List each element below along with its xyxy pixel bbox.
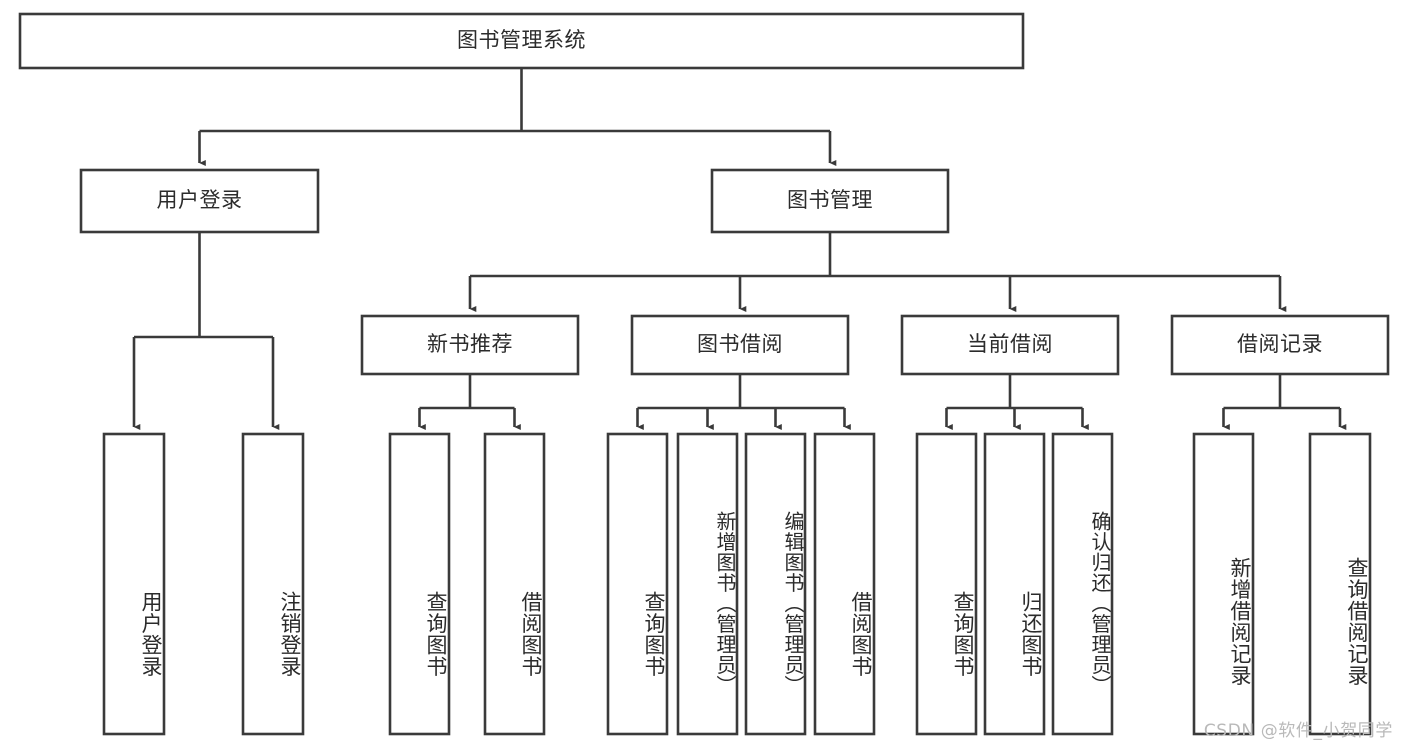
node-box <box>915 432 978 736</box>
node-box <box>102 432 166 736</box>
node-boxes <box>18 12 1390 736</box>
node-box <box>983 432 1046 736</box>
node-box <box>744 432 807 736</box>
watermark-text: CSDN @软件_小贺同学 <box>1203 721 1393 741</box>
node-box <box>1308 432 1372 736</box>
node-box <box>360 314 580 376</box>
node-box <box>18 12 1025 70</box>
node-box <box>483 432 546 736</box>
node-box <box>241 432 305 736</box>
node-box <box>79 168 320 234</box>
node-box <box>388 432 451 736</box>
node-box <box>606 432 669 736</box>
node-box <box>813 432 876 736</box>
node-box <box>1051 432 1114 736</box>
node-box <box>630 314 850 376</box>
node-box <box>1192 432 1255 736</box>
node-box <box>1170 314 1390 376</box>
node-box <box>710 168 950 234</box>
edge-lines <box>132 68 1347 430</box>
node-box <box>676 432 739 736</box>
node-box <box>900 314 1120 376</box>
